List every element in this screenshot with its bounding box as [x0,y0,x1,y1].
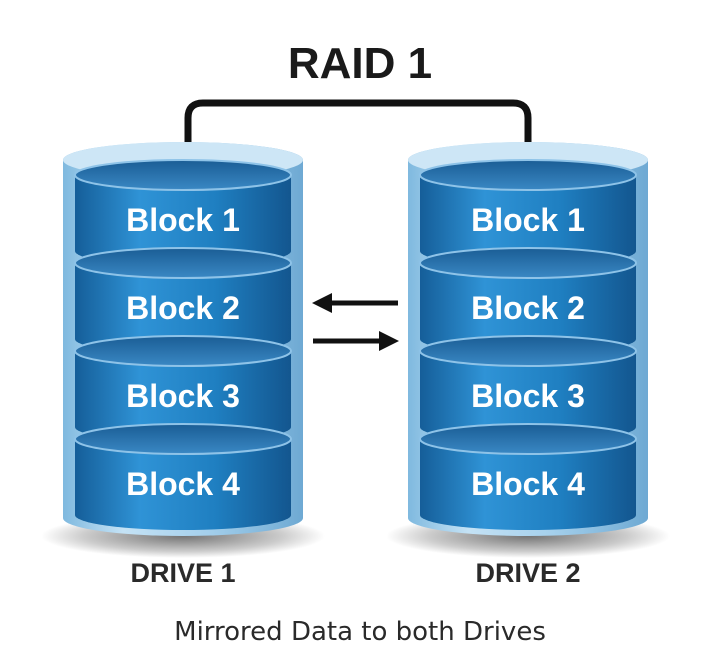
block-top [419,335,637,367]
drive-2-block-2: Block 2 [419,247,637,354]
block-top [74,159,292,191]
drive-2: Block 1 Block 2 Block 3 Block 4 [386,142,670,558]
block-label: Block 1 [126,202,240,238]
block-top [419,159,637,191]
block-top [74,423,292,455]
drive-1: Block 1 Block 2 Block 3 Block 4 [41,142,325,558]
drive-2-label: DRIVE 2 [475,558,580,588]
drive-1-block-4: Block 4 [74,423,292,530]
block-label: Block 1 [471,202,585,238]
drive-2-block-1: Block 1 [419,159,637,266]
block-label: Block 4 [126,466,240,502]
drive-2-block-4: Block 4 [419,423,637,530]
diagram-caption: Mirrored Data to both Drives [174,617,546,647]
drive-1-block-1: Block 1 [74,159,292,266]
block-label: Block 2 [126,290,240,326]
diagram-title: RAID 1 [288,39,432,88]
block-top [419,247,637,279]
block-top [74,335,292,367]
block-label: Block 3 [471,378,585,414]
block-label: Block 4 [471,466,585,502]
arrow-left-icon [312,293,398,313]
arrow-right-icon [313,331,399,351]
mirror-arrows [312,293,399,351]
drive-connector-line [184,99,532,172]
block-label: Block 3 [126,378,240,414]
drive-1-label: DRIVE 1 [130,558,235,588]
drive-1-block-2: Block 2 [74,247,292,354]
block-top [419,423,637,455]
block-label: Block 2 [471,290,585,326]
drive-2-block-3: Block 3 [419,335,637,442]
drive-1-block-3: Block 3 [74,335,292,442]
block-top [74,247,292,279]
